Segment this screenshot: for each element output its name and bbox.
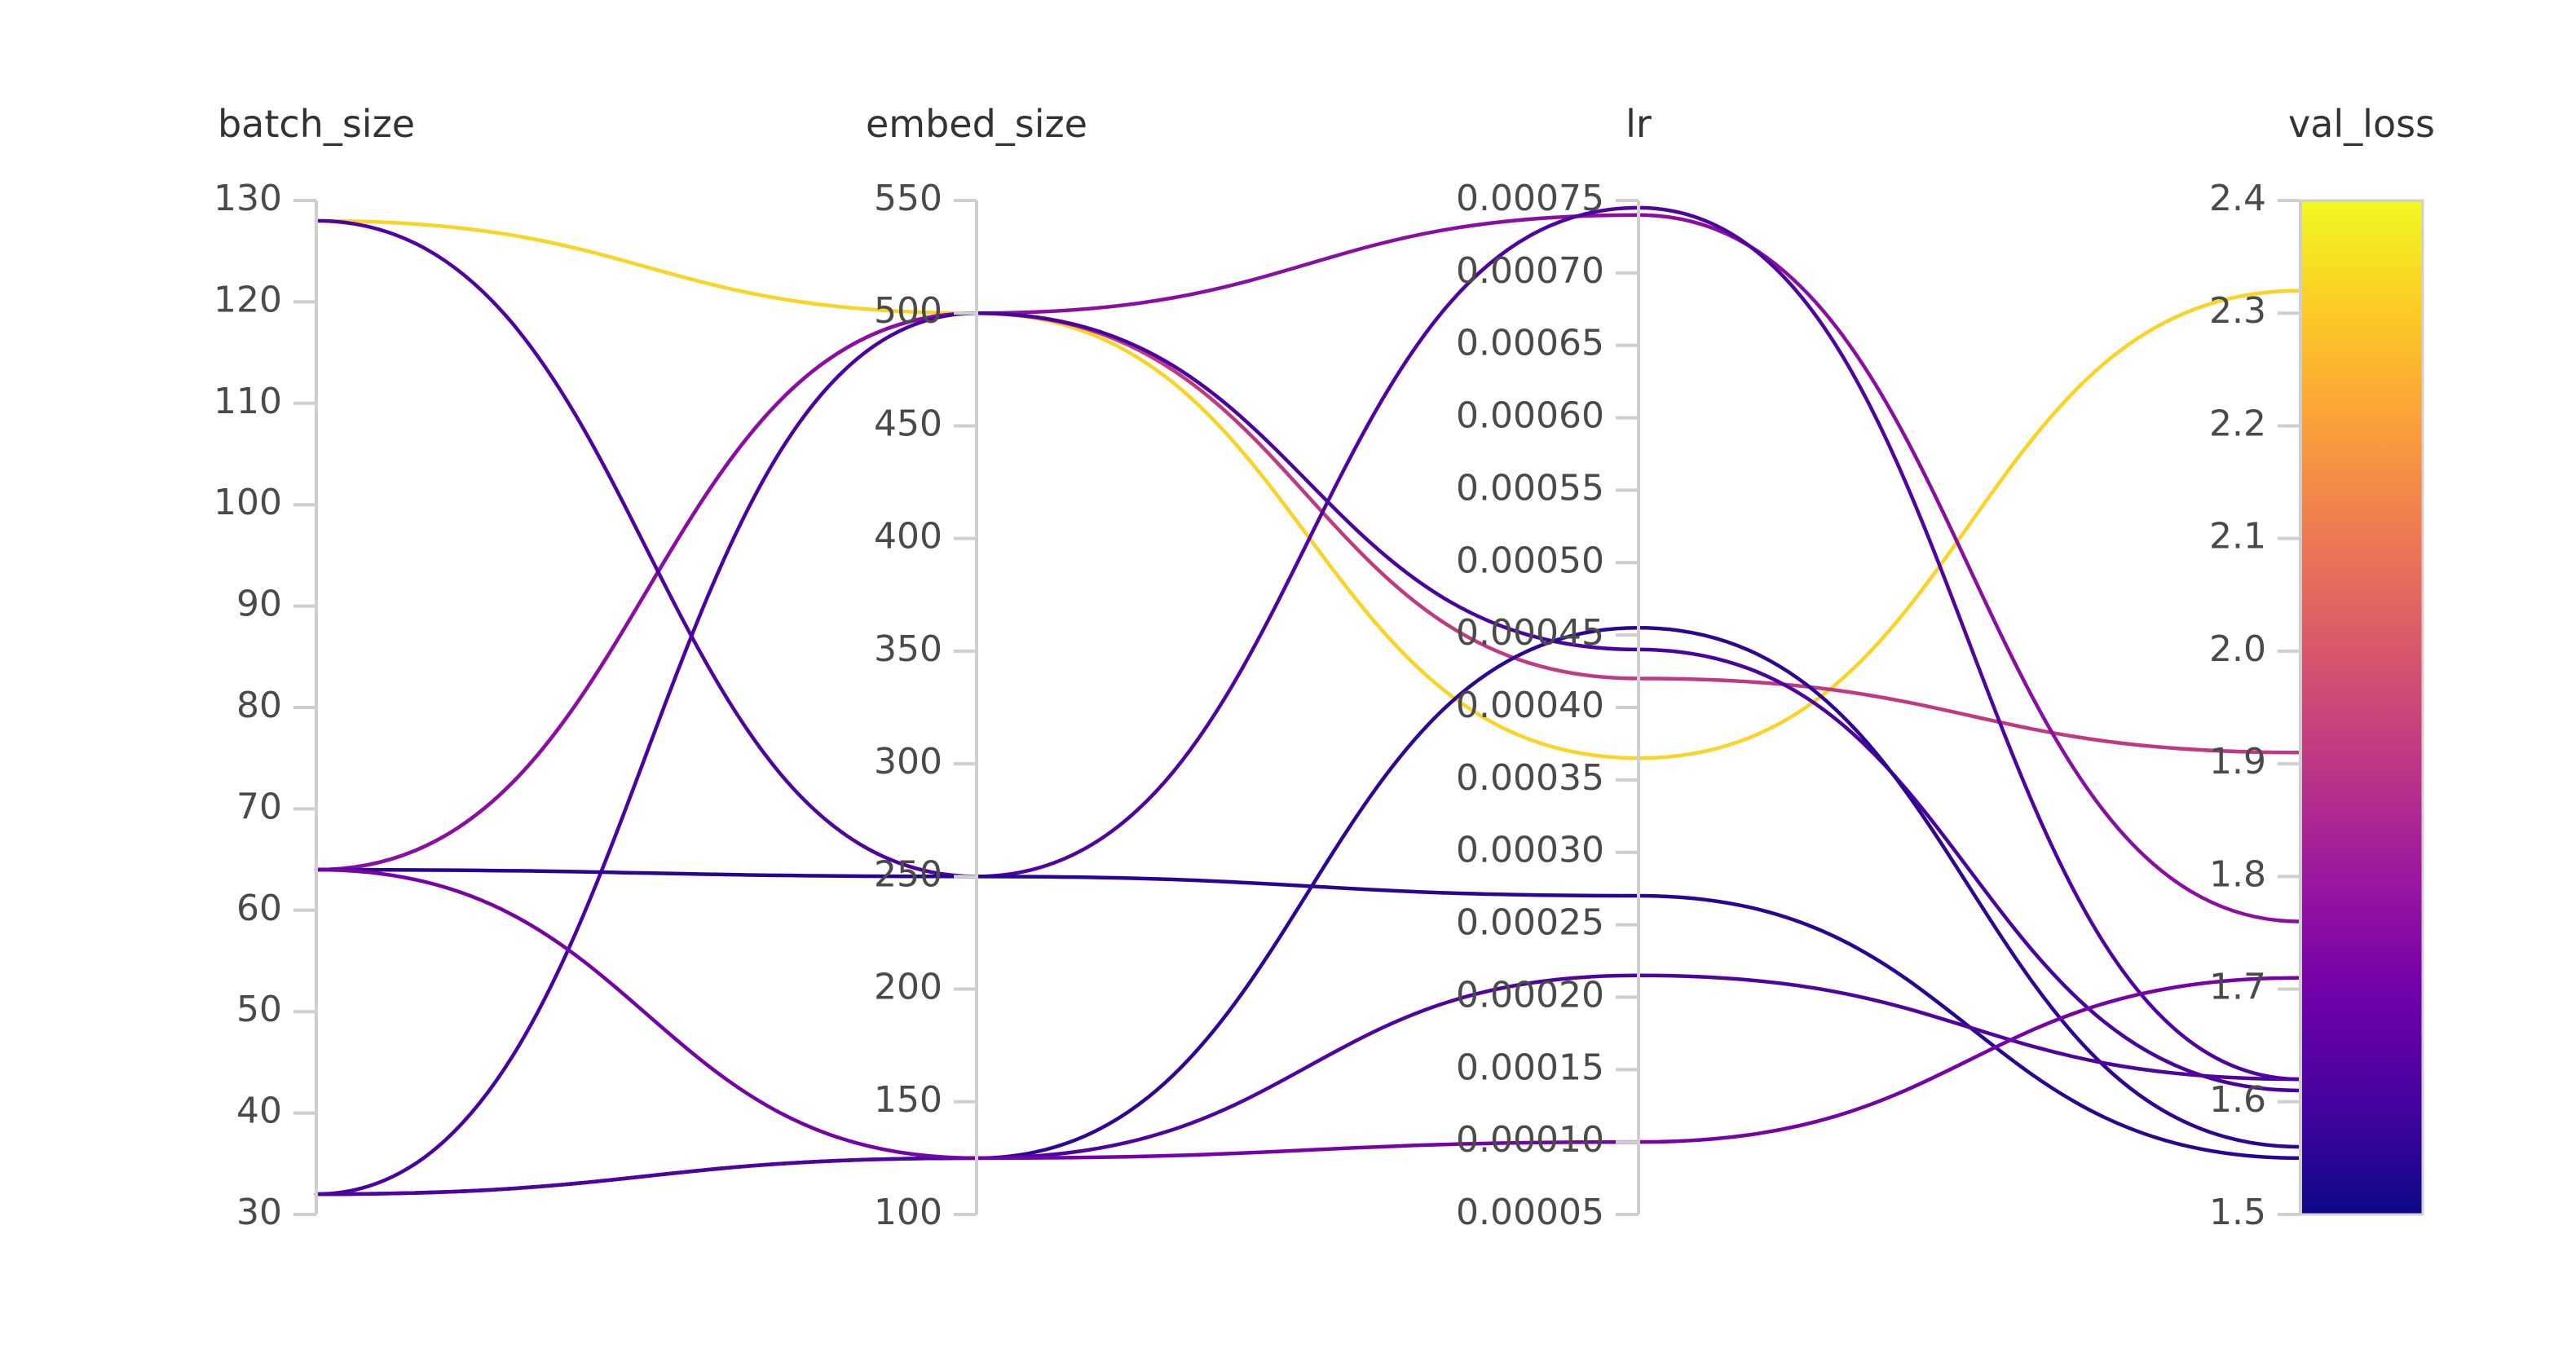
series-line-9 <box>314 867 2303 1161</box>
tick-label: 2.2 <box>2209 403 2266 444</box>
tick-label: 500 <box>874 290 942 332</box>
tick-label: 1.5 <box>2209 1192 2266 1233</box>
axis-batch-size: 30 40 50 60 70 80 90 100 110 120 130 batch_size <box>214 102 415 1233</box>
series-line-5 <box>314 205 2303 1082</box>
tick-label: 550 <box>874 178 942 219</box>
tick-label: 1.7 <box>2209 967 2266 1008</box>
axis-title: embed_size <box>866 102 1087 146</box>
tick-label: 0.00075 <box>1456 178 1604 219</box>
tick-label: 0.00030 <box>1456 830 1604 871</box>
axis-val-loss: 1.5 1.6 1.7 1.8 1.9 2.0 2.1 2.2 2.3 2.4 val_loss <box>2209 102 2435 1233</box>
tick-label: 120 <box>214 279 282 320</box>
tick-label: 1.6 <box>2209 1079 2266 1121</box>
tick-label: 110 <box>214 381 282 422</box>
series-line-4 <box>314 311 2303 1197</box>
tick-label: 80 <box>236 685 282 726</box>
tick-label: 0.00060 <box>1456 395 1604 437</box>
tick-label: 2.4 <box>2209 178 2266 219</box>
tick-label: 100 <box>874 1192 942 1233</box>
tick-label: 250 <box>874 853 942 895</box>
tick-label: 0.00065 <box>1456 323 1604 364</box>
tick-label: 0.00015 <box>1456 1047 1604 1088</box>
series-line-1 <box>314 218 2303 760</box>
tick-label: 450 <box>874 403 942 444</box>
tick-label: 2.0 <box>2209 628 2266 670</box>
tick-label: 350 <box>874 628 942 670</box>
tick-label: 50 <box>236 989 282 1030</box>
tick-label: 0.00005 <box>1456 1192 1604 1233</box>
tick-label: 0.00040 <box>1456 685 1604 726</box>
colorbar <box>2299 199 2424 1216</box>
tick-label: 40 <box>236 1091 282 1132</box>
tick-label: 100 <box>214 482 282 523</box>
tick-label: 0.00045 <box>1456 612 1604 654</box>
tick-label: 60 <box>236 888 282 929</box>
axis-lr: 0.00005 0.00010 0.00015 0.00020 0.00025 0.000… <box>1456 102 1652 1233</box>
series-line-2 <box>314 311 2303 872</box>
tick-label: 0.00010 <box>1456 1119 1604 1161</box>
tick-label: 90 <box>236 584 282 625</box>
tick-label: 0.00025 <box>1456 902 1604 944</box>
series-lines <box>314 205 2303 1197</box>
tick-label: 150 <box>874 1079 942 1121</box>
axis-title: batch_size <box>218 102 415 146</box>
colorbar-gradient <box>2299 199 2424 1216</box>
tick-label: 70 <box>236 786 282 827</box>
axis-title: lr <box>1625 102 1652 146</box>
tick-label: 130 <box>214 178 282 219</box>
tick-label: 1.9 <box>2209 741 2266 782</box>
tick-label: 1.8 <box>2209 853 2266 895</box>
tick-label: 0.00020 <box>1456 974 1604 1016</box>
tick-label: 2.1 <box>2209 516 2266 558</box>
tick-label: 300 <box>874 741 942 782</box>
series-line-8 <box>314 973 2303 1197</box>
tick-label: 0.00055 <box>1456 467 1604 509</box>
axes: 30405060708090100110120130batch_size1001… <box>214 102 2435 1233</box>
tick-label: 200 <box>874 967 942 1008</box>
tick-label: 400 <box>874 516 942 558</box>
tick-label: 0.00035 <box>1456 757 1604 799</box>
tick-label: 0.00070 <box>1456 250 1604 292</box>
tick-label: 0.00050 <box>1456 540 1604 581</box>
axis-title: val_loss <box>2288 102 2435 146</box>
tick-label: 30 <box>236 1192 282 1233</box>
tick-label: 2.3 <box>2209 290 2266 332</box>
axis-embed-size: 100 150 200 250 300 350 400 450 500 550 embed_size <box>866 102 1087 1233</box>
series-line-3 <box>314 213 2303 923</box>
